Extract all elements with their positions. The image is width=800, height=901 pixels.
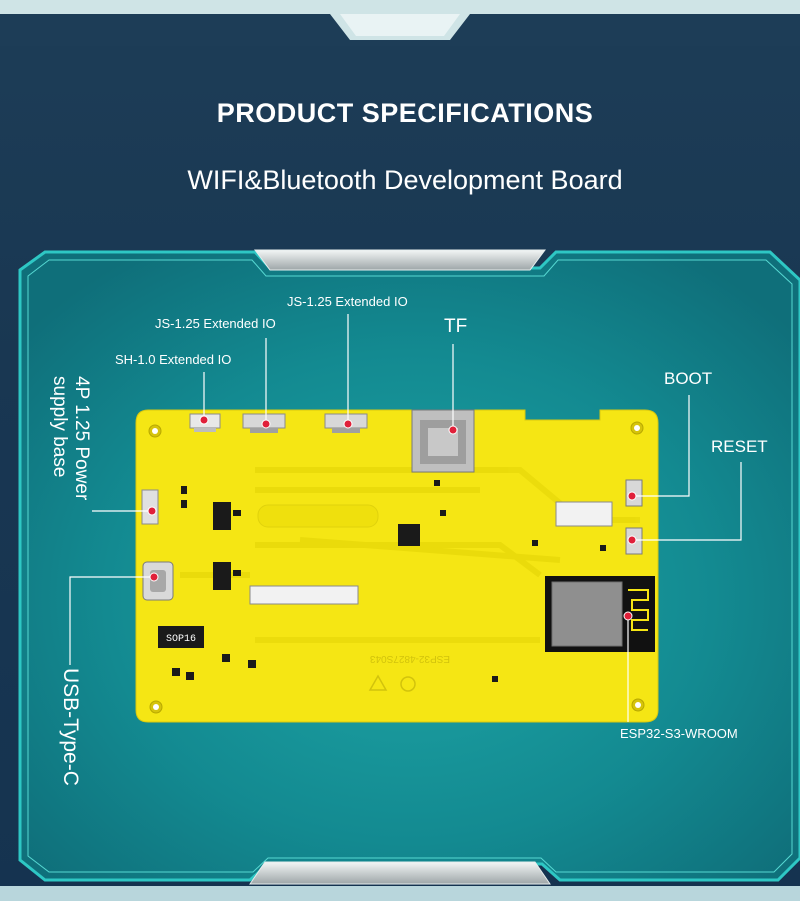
esp32-module-label: ESP32-S3-WROOM [620,726,738,741]
tf-label: TF [444,316,468,337]
mounting-holes [148,421,645,714]
usb-type-c-label: USB-Type-C [59,668,82,786]
boot-label: BOOT [664,369,713,388]
sh-io-label: SH-1.0 Extended IO [115,352,232,367]
top-banner-strip [0,0,800,46]
tf-card-slot [411,409,475,473]
esp32-module [545,576,655,652]
usb-c-port [142,561,174,601]
svg-text:ESP32-4827S043: ESP32-4827S043 [370,653,451,664]
bottom-strip [0,886,800,901]
power-label-line-2: supply base [49,376,70,478]
power-supply-label: 4P 1.25 Power supply base [48,376,92,500]
callout-markers [147,415,637,621]
js-io-right-label: JS-1.25 Extended IO [287,294,408,309]
svg-text:SOP16: SOP16 [166,634,196,645]
sop16-chip: SOP16 [158,626,204,648]
reset-label: RESET [711,437,768,456]
js-io-left-label: JS-1.25 Extended IO [155,316,276,331]
page-subtitle: WIFI&Bluetooth Development Board [187,165,623,195]
page-title: PRODUCT SPECIFICATIONS [216,98,594,128]
power-label-line-1: 4P 1.25 Power [71,376,92,501]
callout-lines [69,314,742,722]
